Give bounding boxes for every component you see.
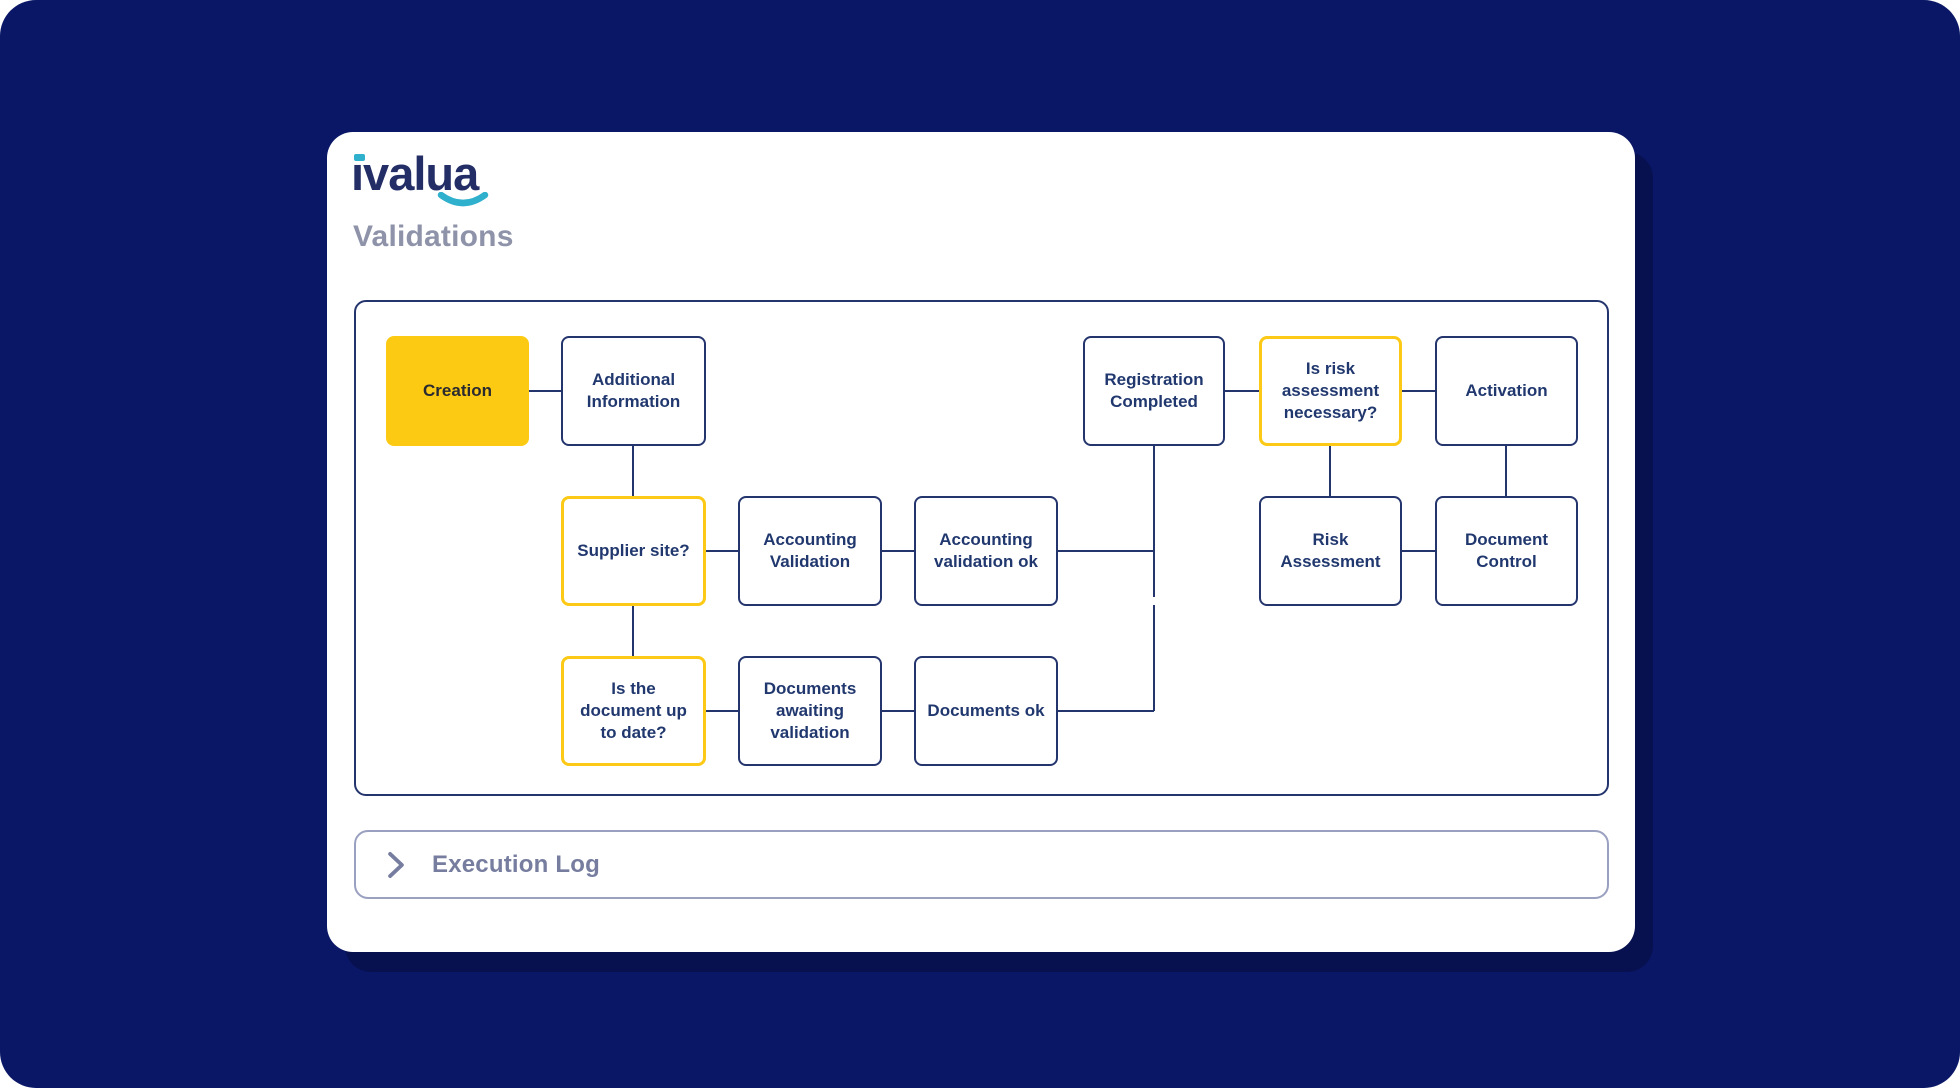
chevron-right-icon bbox=[386, 851, 406, 879]
ivalua-logo-text: ıvalua bbox=[351, 147, 479, 200]
ivalua-logo: ıvalua bbox=[351, 150, 521, 214]
flow-node-risk-assessment: Risk Assessment bbox=[1259, 496, 1402, 606]
connector-line bbox=[706, 550, 738, 552]
flow-node-accounting-validation-ok: Accounting validation ok bbox=[914, 496, 1058, 606]
ivalua-smile-icon bbox=[437, 192, 489, 207]
flow-node-accounting-validation: Accounting Validation bbox=[738, 496, 882, 606]
execution-log-toggle[interactable]: Execution Log bbox=[354, 830, 1609, 899]
connector-line bbox=[882, 710, 914, 712]
flow-node-additional-information: Additional Information bbox=[561, 336, 706, 446]
connector-line bbox=[706, 710, 738, 712]
flow-node-creation: Creation bbox=[386, 336, 529, 446]
flow-node-document-control: Document Control bbox=[1435, 496, 1578, 606]
connector-line bbox=[882, 550, 914, 552]
connector-line bbox=[632, 446, 634, 496]
validations-card: ıvalua Validations Creation Additional I… bbox=[327, 132, 1635, 952]
connector-line bbox=[529, 390, 561, 392]
connector-line bbox=[1505, 446, 1507, 496]
flow-node-registration-completed: Registration Completed bbox=[1083, 336, 1225, 446]
connector-line bbox=[1402, 390, 1435, 392]
page-title: Validations bbox=[353, 220, 514, 253]
flow-node-documents-awaiting-validation: Documents awaiting validation bbox=[738, 656, 882, 766]
flow-node-documents-ok: Documents ok bbox=[914, 656, 1058, 766]
connector-line bbox=[632, 606, 634, 656]
connector-line bbox=[1402, 550, 1435, 552]
flow-node-activation: Activation bbox=[1435, 336, 1578, 446]
connector-line bbox=[1225, 390, 1259, 392]
flow-node-is-risk-assessment-necessary: Is risk assessment necessary? bbox=[1259, 336, 1402, 446]
ivalua-logo-tittle-accent bbox=[354, 154, 365, 161]
workflow-diagram: Creation Additional Information Registra… bbox=[354, 300, 1609, 796]
flow-node-supplier-site: Supplier site? bbox=[561, 496, 706, 606]
connector-line bbox=[1058, 710, 1154, 712]
execution-log-label: Execution Log bbox=[432, 850, 600, 878]
flow-node-is-the-document-up-to-date: Is the document up to date? bbox=[561, 656, 706, 766]
connector-line bbox=[1153, 446, 1155, 597]
connector-line bbox=[1153, 605, 1155, 711]
connector-line bbox=[1329, 446, 1331, 496]
connector-line bbox=[1058, 550, 1154, 552]
